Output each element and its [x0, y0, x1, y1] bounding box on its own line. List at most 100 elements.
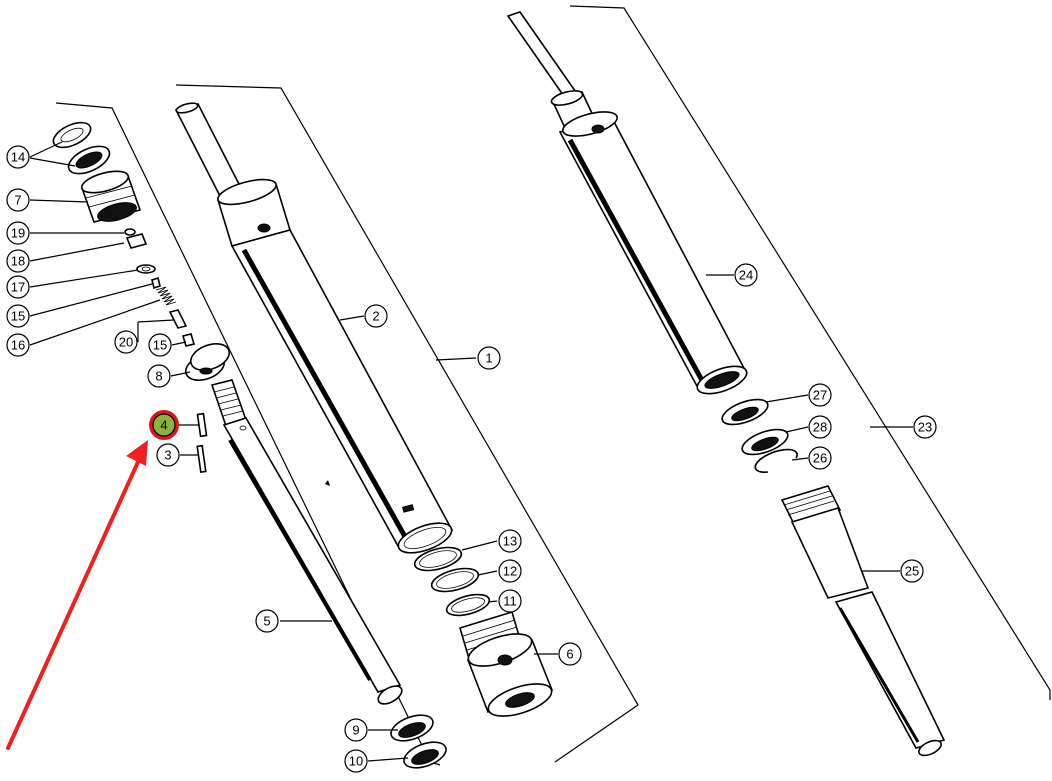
callout-circle: [558, 642, 582, 666]
callout-circle: [6, 275, 30, 299]
callout-circle: [6, 304, 30, 328]
callout-15: 15: [6, 304, 30, 328]
callout-number: 5: [263, 614, 270, 629]
group-bracket-1: [175, 84, 639, 763]
callout-7: 7: [6, 188, 30, 212]
callout-number: 10: [349, 754, 363, 769]
callout-number: 1: [485, 351, 492, 366]
callout-number: 8: [155, 369, 162, 384]
callout-24: 24: [734, 263, 758, 287]
nut-18: [125, 233, 148, 249]
callout-circle: [498, 559, 522, 583]
callout-10: 10: [344, 749, 368, 773]
seal-27: [721, 398, 769, 426]
callout-16: 16: [6, 333, 30, 357]
callout-number: 25: [905, 564, 919, 579]
callout-number: 20: [119, 335, 133, 350]
callout-circle: [255, 609, 279, 633]
pin-3: [196, 444, 207, 474]
callout-number: 4: [160, 418, 167, 433]
callout-3: 3: [156, 443, 180, 467]
callout-number: 11: [503, 594, 517, 609]
callout-circle: [477, 346, 501, 370]
callout-13: 13: [498, 529, 522, 553]
callout-number: 24: [739, 268, 753, 283]
rod-25: [780, 485, 946, 757]
callout-circle: [156, 443, 180, 467]
direction-arrow: [325, 480, 330, 486]
callout-20: 20: [114, 330, 138, 354]
o-ring-19: [124, 228, 136, 236]
group-bracket-23: [569, 5, 1051, 700]
callout-circle: [734, 263, 758, 287]
callout-number: 13: [503, 534, 517, 549]
callout-circle: [6, 221, 30, 245]
callout-6: 6: [558, 642, 582, 666]
callout-circle: [6, 333, 30, 357]
red-pointer-arrow: [6, 440, 148, 750]
callout-circle: [344, 718, 368, 742]
callout-circle: [6, 249, 30, 273]
callout-number: 6: [566, 647, 573, 662]
washer-17: [136, 264, 156, 274]
callout-9: 9: [344, 718, 368, 742]
callout-14: 14: [6, 145, 30, 169]
callout-number: 26: [813, 451, 827, 466]
callout-circle: [808, 446, 832, 470]
callout-number: 7: [14, 193, 21, 208]
cylinder-24: [506, 11, 748, 395]
ring-12: [430, 567, 480, 593]
callout-number: 27: [813, 388, 827, 403]
callout-badges: 14 7 19 18 17 15 16 20 15 8 4 3 5 9 10 2 1 13 12 11 6 24 27 28 2…: [6, 145, 937, 773]
callout-number: 2: [372, 309, 379, 324]
end-cap-6: [459, 610, 554, 717]
callout-number: 28: [813, 420, 827, 435]
callout-28: 28: [808, 415, 832, 439]
leader-lines: [29, 141, 913, 762]
spring-16: [155, 286, 177, 306]
rod-20: [168, 309, 188, 329]
pin-15-lower: [181, 333, 196, 347]
callout-circle: [6, 145, 30, 169]
callout-25: 25: [900, 559, 924, 583]
callout-19: 19: [6, 221, 30, 245]
callout-23: 23: [913, 415, 937, 439]
piston-rod-5: [210, 379, 403, 705]
seal-9: [390, 714, 434, 742]
callout-circle: [913, 415, 937, 439]
callout-27: 27: [808, 383, 832, 407]
pin-15-top: [151, 276, 161, 290]
cylinder-2: [174, 102, 454, 554]
callout-number: 17: [11, 280, 25, 295]
callout-circle: [147, 364, 171, 388]
callout-number: 23: [918, 420, 932, 435]
callout-number: 14: [11, 150, 25, 165]
callout-8: 8: [147, 364, 171, 388]
callout-number: 16: [11, 338, 25, 353]
callout-17: 17: [6, 275, 30, 299]
seal-28: [741, 428, 789, 456]
callout-11: 11: [498, 589, 522, 613]
callout-number: 15: [153, 338, 167, 353]
callout-2: 2: [364, 304, 388, 328]
callout-15: 15: [148, 333, 172, 357]
guide-8: [184, 343, 231, 381]
callout-circle: [152, 413, 176, 437]
callout-18: 18: [6, 249, 30, 273]
callout-circle: [344, 749, 368, 773]
ring-11: [445, 593, 491, 617]
callout-circle: [498, 589, 522, 613]
ring-13: [413, 546, 463, 572]
callout-4-highlighted: 4: [149, 410, 179, 440]
callout-12: 12: [498, 559, 522, 583]
callout-circle: [808, 383, 832, 407]
bearing-seal-14-top: [52, 121, 92, 149]
callout-number: 18: [11, 254, 25, 269]
highlight-ring: [149, 410, 179, 440]
callout-number: 9: [352, 723, 359, 738]
callout-26: 26: [808, 446, 832, 470]
callout-5: 5: [255, 609, 279, 633]
group-bracket-left: [55, 102, 441, 766]
callout-circle: [900, 559, 924, 583]
